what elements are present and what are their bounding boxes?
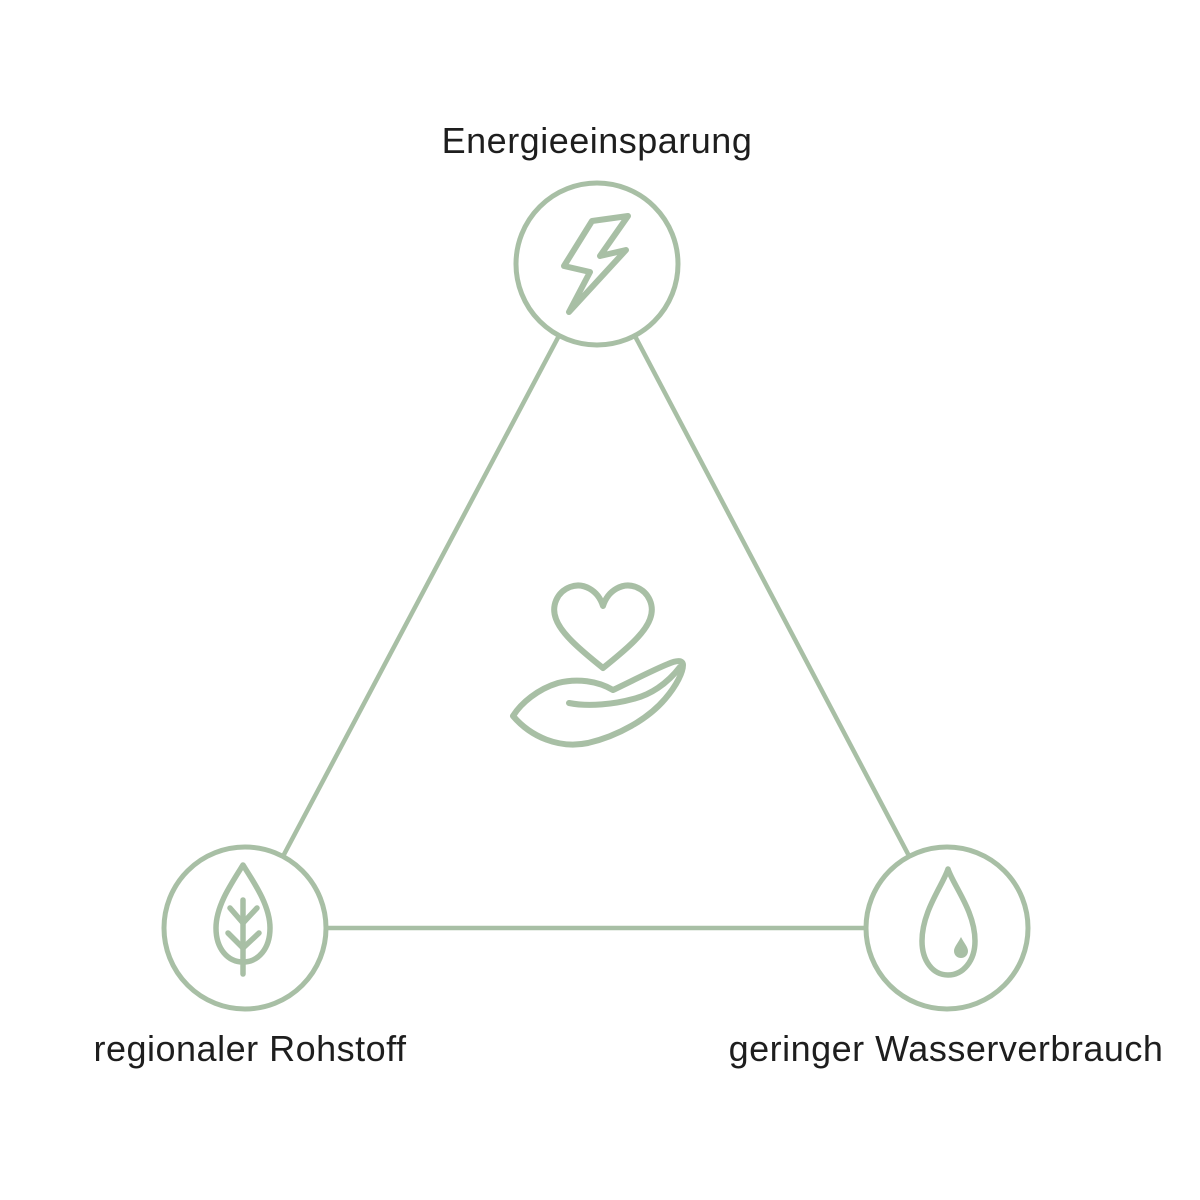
triangle-edges (243, 262, 949, 931)
node-water (863, 844, 1031, 1012)
edge-top-to-right (595, 262, 949, 930)
heart-icon (551, 582, 655, 671)
node-label-energy: Energieeinsparung (441, 120, 753, 161)
node-raw-material (161, 844, 329, 1012)
edge-top-to-left (243, 262, 599, 930)
lightning-icon (561, 213, 631, 315)
water-drop-icon (919, 866, 978, 978)
node-label-water: geringer Wasserverbrauch (728, 1028, 1164, 1069)
node-circle-water (863, 844, 1031, 1012)
leaf-icon (213, 862, 273, 977)
hand-finger-line (566, 664, 683, 708)
node-circle-energy (513, 180, 681, 348)
node-energy (513, 180, 681, 348)
node-label-raw-material: regionaler Rohstoff (93, 1028, 407, 1069)
hand-outline (510, 658, 686, 748)
hand-holding-heart-icon (510, 582, 686, 748)
